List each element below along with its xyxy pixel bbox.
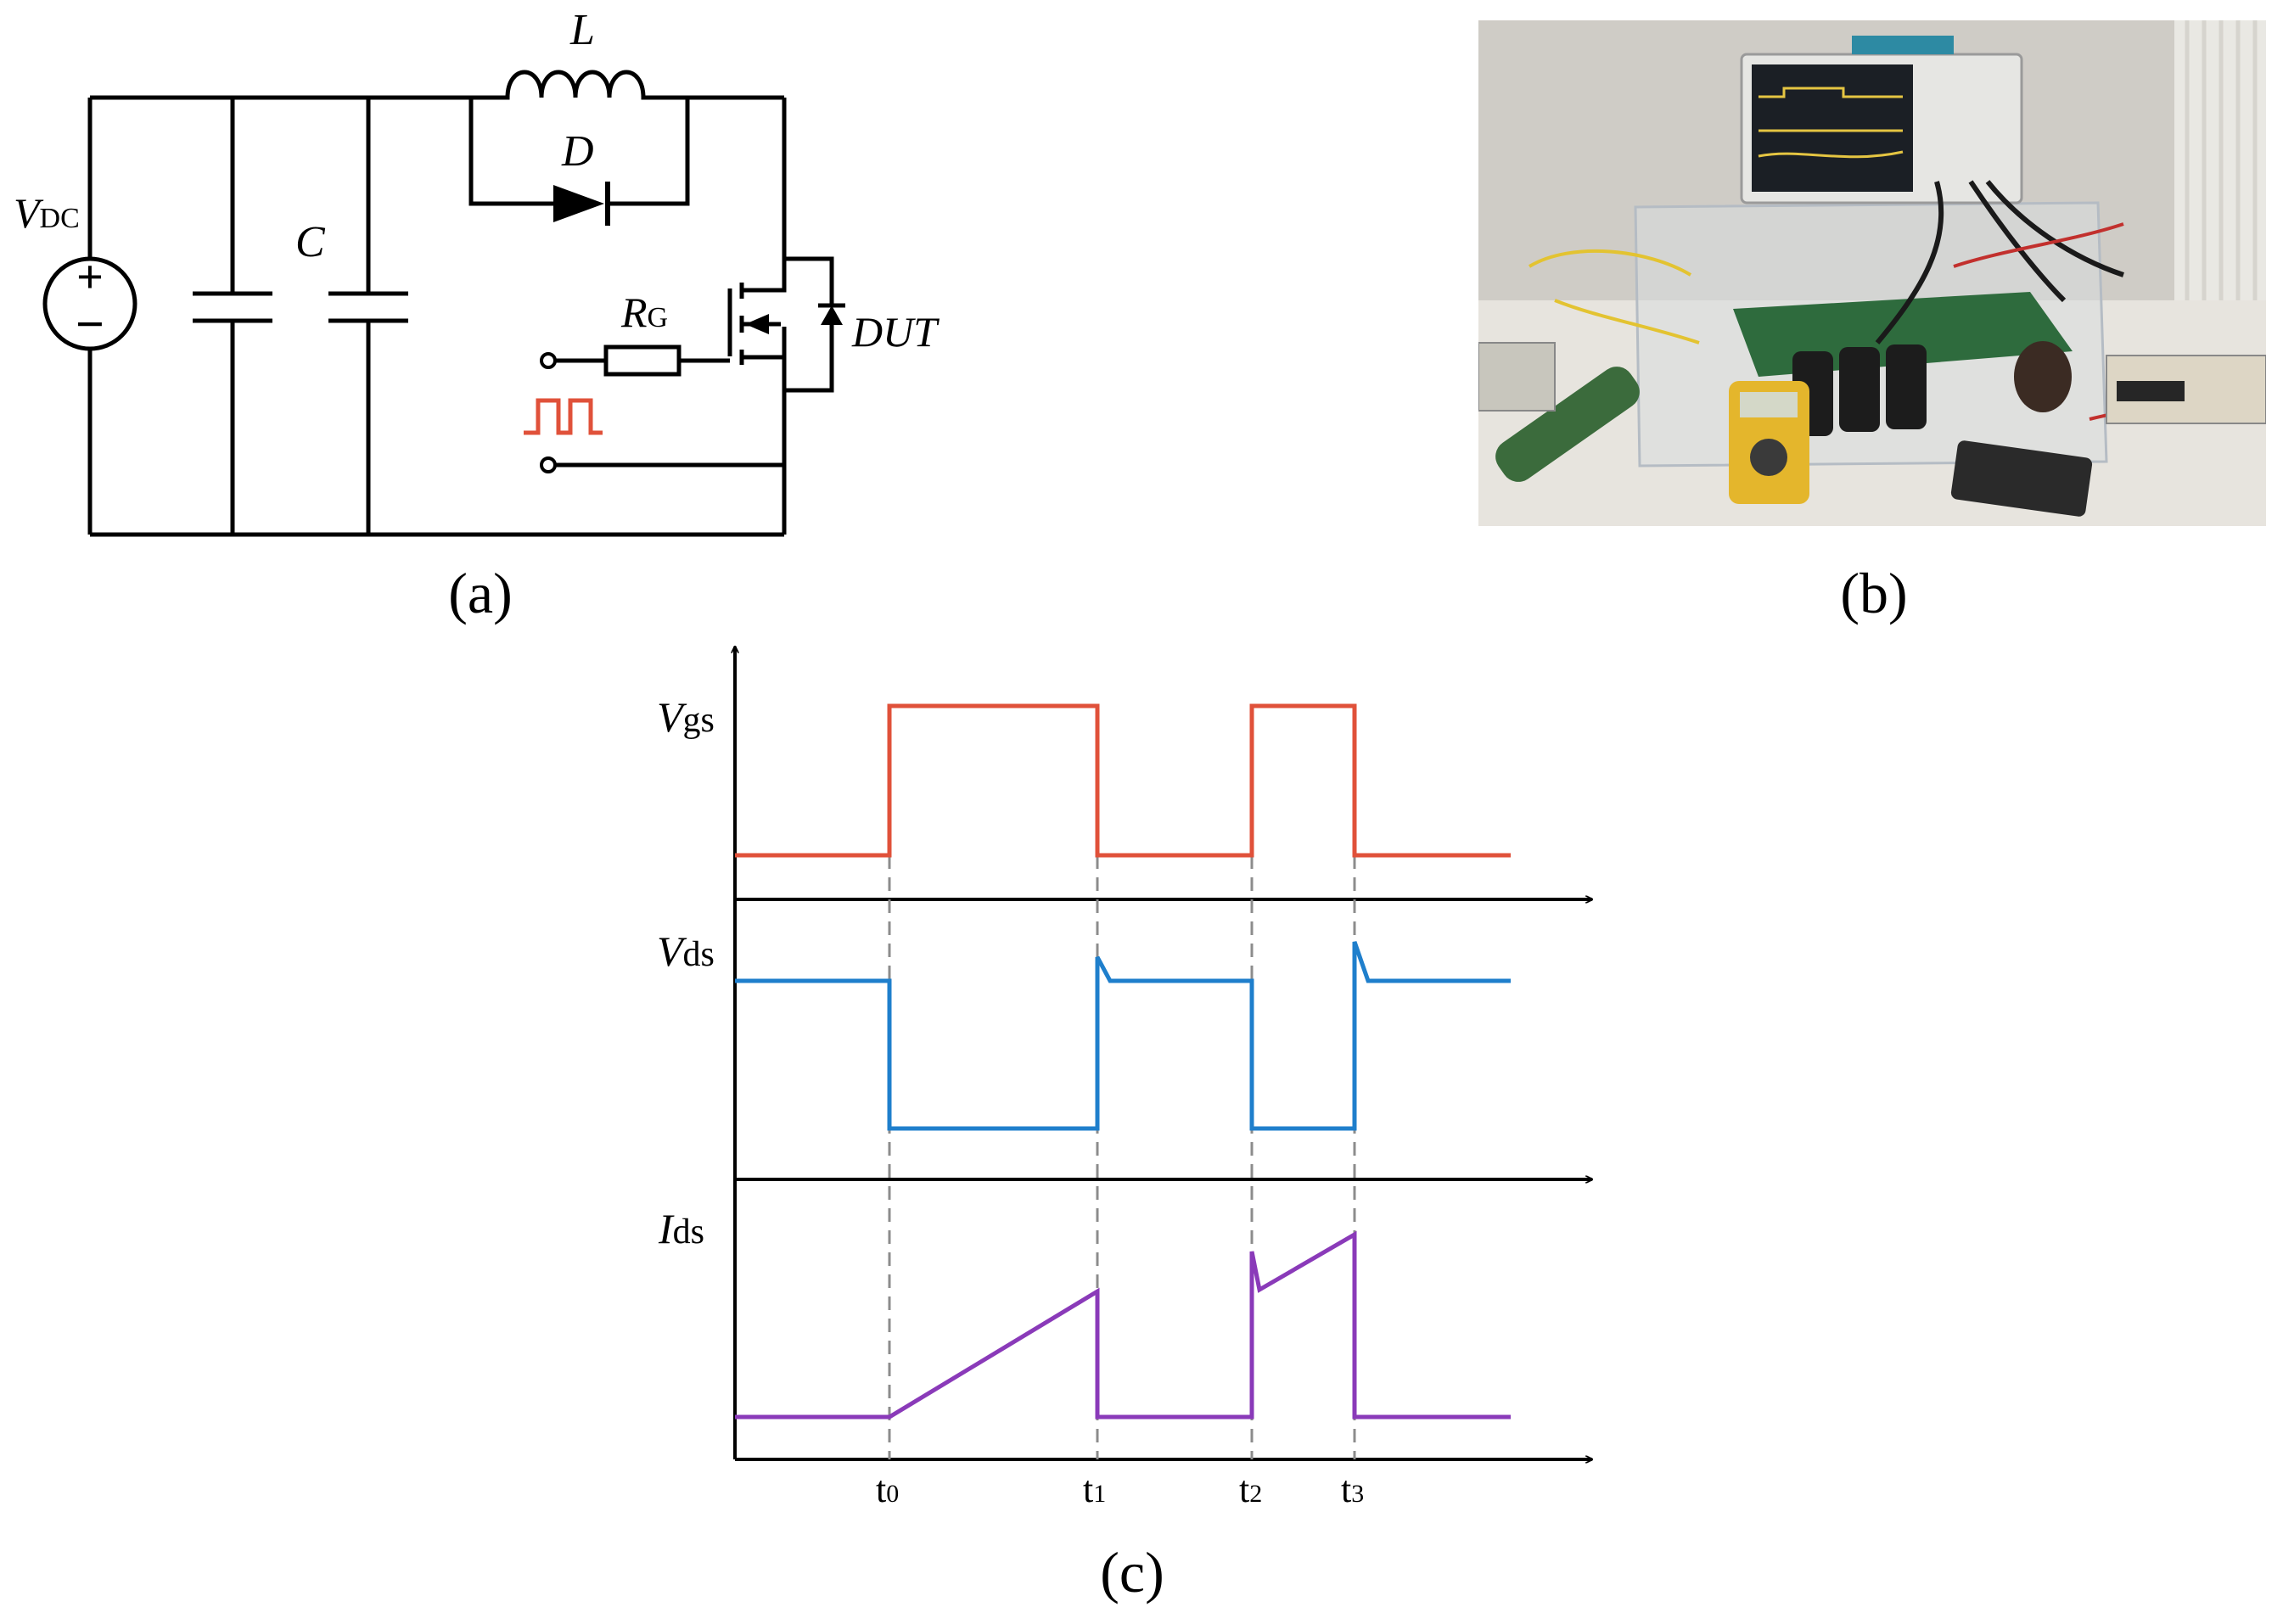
- waveform-axes: [735, 647, 1592, 1459]
- gate-resistor: [603, 344, 682, 377]
- dc-source-icon: [42, 256, 137, 351]
- capacitor-bank-2: [1839, 347, 1880, 432]
- source-minus: −: [76, 296, 104, 352]
- mosfet-arrow: [745, 314, 769, 334]
- vds-waveform: [735, 941, 1511, 1131]
- vgs-waveform: [735, 703, 1511, 858]
- multimeter-dial: [1750, 439, 1787, 476]
- vds-label: Vds: [657, 927, 715, 975]
- test-bench-photo: [1478, 20, 2266, 526]
- oscilloscope-screen: [1752, 64, 1913, 192]
- load-resistor: [1495, 367, 1640, 482]
- t2-label: t2: [1239, 1469, 1262, 1510]
- capacitor-label: C: [295, 218, 326, 266]
- gate-terminal: [540, 352, 557, 369]
- source-label: VDC: [14, 189, 80, 237]
- panel-label-a: (a): [448, 561, 512, 625]
- scope-traces: [1758, 87, 1904, 159]
- yellow-leads: [1528, 249, 1700, 344]
- ids-waveform: [735, 1230, 1511, 1420]
- probe-amplifier: [1950, 440, 2093, 517]
- time-markers: [888, 855, 1356, 1459]
- diode-label: D: [561, 127, 594, 176]
- t0-label: t0: [876, 1469, 899, 1510]
- multimeter-display: [1740, 392, 1798, 417]
- ids-label: Ids: [658, 1205, 704, 1252]
- source-terminal: [540, 456, 557, 473]
- capacitor-2: [328, 98, 408, 535]
- pulse-icon: [524, 398, 603, 435]
- source-plus: +: [76, 251, 104, 304]
- mosfet-gate: [727, 259, 787, 390]
- supply-display: [2117, 381, 2185, 401]
- scope-handle: [1852, 36, 1954, 54]
- source-wire: [782, 322, 834, 535]
- capacitor-1: [193, 98, 272, 535]
- gate-resistor-label: RG: [620, 288, 668, 336]
- diode-branch: [468, 98, 690, 206]
- current-transformer: [2014, 341, 2072, 412]
- dut-label: DUT: [851, 308, 940, 356]
- curtain-folds: [2185, 20, 2258, 360]
- panel-label-b: (b): [1840, 561, 1907, 625]
- power-supply-left: [1478, 342, 1556, 412]
- t1-label: t1: [1083, 1469, 1106, 1510]
- inductor-branch: [471, 70, 784, 100]
- inductor-label: L: [569, 6, 595, 54]
- t3-label: t3: [1341, 1469, 1364, 1510]
- capacitor-bank-3: [1886, 344, 1927, 429]
- drain-wire: [782, 98, 834, 305]
- vgs-label: Vgs: [657, 693, 715, 741]
- body-diode: [821, 305, 843, 325]
- panel-label-c: (c): [1100, 1540, 1164, 1604]
- circuit-diagram: [87, 70, 834, 537]
- freewheel-diode: [553, 185, 604, 222]
- test-bench-illustration: [1478, 20, 2266, 526]
